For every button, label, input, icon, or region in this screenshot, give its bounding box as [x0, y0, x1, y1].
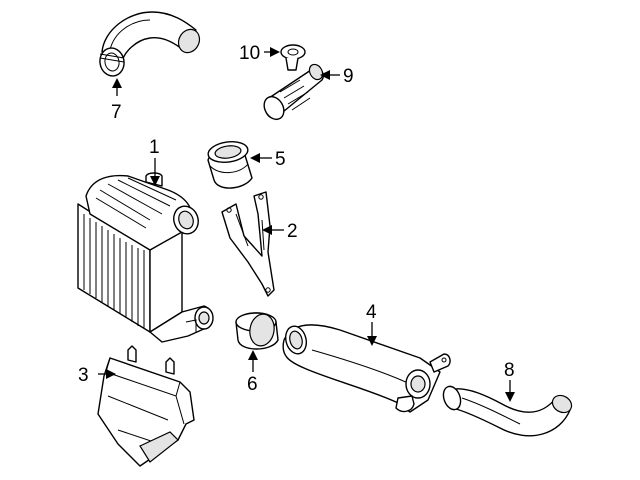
- part-8-hose: [442, 385, 573, 437]
- callout-1: 1: [149, 137, 160, 158]
- callout-4: 4: [366, 302, 377, 323]
- callout-2: 2: [287, 221, 298, 242]
- callout-8: 8: [504, 360, 515, 381]
- part-4-duct: [282, 324, 451, 413]
- part-1-intercooler: [77, 172, 214, 343]
- part-10-gasket: [280, 44, 306, 71]
- part-3-duct: [97, 345, 195, 467]
- part-6-coupler: [235, 312, 279, 350]
- part-5-coupler: [207, 141, 253, 189]
- callout-9: 9: [343, 66, 354, 87]
- callout-6: 6: [247, 374, 258, 395]
- leaders: [98, 47, 515, 402]
- part-9-sleeve: [263, 63, 324, 121]
- callout-5: 5: [275, 149, 286, 170]
- callout-7: 7: [111, 102, 122, 123]
- part-7-hose: [99, 11, 201, 77]
- callout-3: 3: [78, 365, 89, 386]
- part-2-bracket: [221, 191, 275, 297]
- callout-10: 10: [239, 43, 260, 64]
